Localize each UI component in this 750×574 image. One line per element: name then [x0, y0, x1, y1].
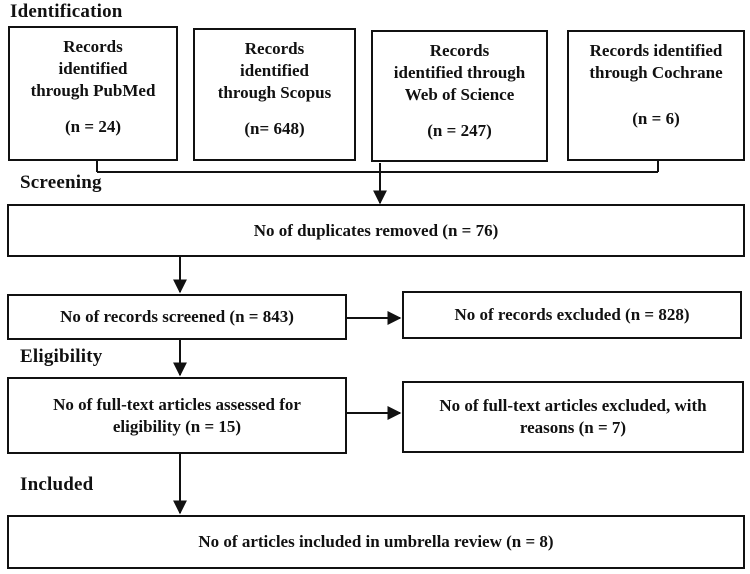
stage-identification: Identification — [10, 1, 123, 22]
source-scopus-box: Records identified through Scopus (n= 64… — [193, 28, 356, 161]
source-cochrane-label: Records identified through Cochrane — [589, 41, 723, 82]
source-wos-count: (n = 247) — [427, 121, 492, 140]
fulltext-excluded-box: No of full-text articles excluded, with … — [402, 381, 744, 453]
source-wos-label: Records identified through Web of Scienc… — [393, 41, 526, 104]
stage-included: Included — [20, 474, 94, 495]
articles-included-box: No of articles included in umbrella revi… — [7, 515, 745, 569]
source-cochrane-box: Records identified through Cochrane (n =… — [567, 30, 745, 161]
source-scopus-label: Records identified through Scopus — [217, 39, 332, 102]
stage-screening: Screening — [20, 172, 102, 193]
fulltext-assessed-box: No of full-text articles assessed for el… — [7, 377, 347, 454]
duplicates-removed-box: No of duplicates removed (n = 76) — [7, 204, 745, 257]
source-cochrane-count: (n = 6) — [632, 109, 680, 128]
source-pubmed-label: Records identified through PubMed — [30, 37, 156, 100]
source-wos-box: Records identified through Web of Scienc… — [371, 30, 548, 162]
records-screened-box: No of records screened (n = 843) — [7, 294, 347, 340]
source-scopus-count: (n= 648) — [244, 119, 305, 138]
source-pubmed-count: (n = 24) — [65, 117, 121, 136]
stage-eligibility: Eligibility — [20, 346, 103, 367]
source-pubmed-box: Records identified through PubMed (n = 2… — [8, 26, 178, 161]
records-excluded-box: No of records excluded (n = 828) — [402, 291, 742, 339]
